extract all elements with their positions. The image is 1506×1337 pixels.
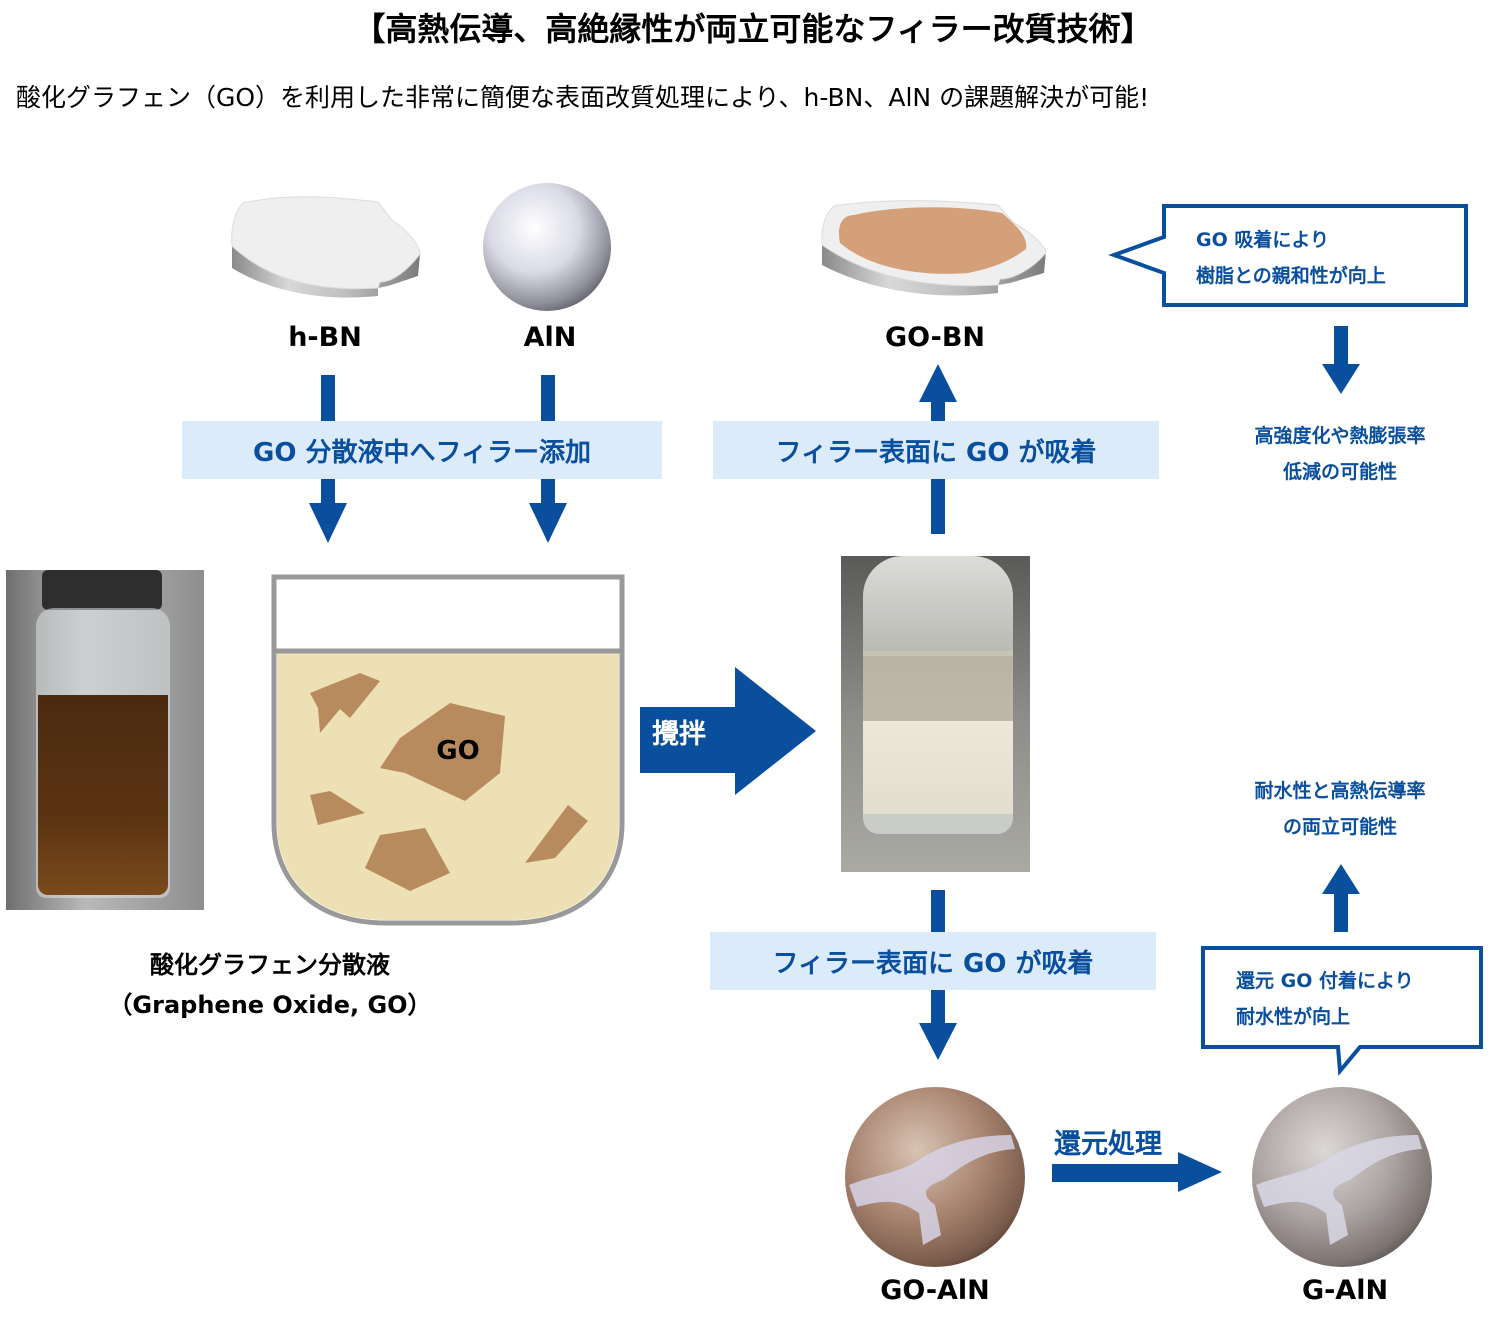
beaker-diagram [271,574,625,926]
step-add-filler-band: GO 分散液中へフィラー添加 [182,421,662,479]
go-flake [310,791,365,825]
gobn-label: GO-BN [885,322,985,353]
step-adsorb-top-band: フィラー表面に GO が吸着 [713,421,1159,479]
arrow-up-icon [1322,864,1360,932]
hbn-flake-illustration [231,196,421,298]
page-subtitle: 酸化グラフェン（GO）を利用した非常に簡便な表面改質処理により、h-BN、AlN… [16,83,1150,112]
galn-label: G-AlN [1301,1275,1389,1306]
go-flake [365,828,450,891]
stir-label: 攪拌 [652,719,706,750]
page-title: 【高熱伝導、高絶縁性が両立可能なフィラー改質技術】 [353,10,1153,48]
outcome-gobn-line1: 高強度化や熱膨張率 [1254,425,1426,447]
galn-sphere-illustration [1252,1087,1432,1267]
go-flake [310,673,380,733]
callout-gobn-line2: 樹脂との親和性が向上 [1196,265,1386,287]
goaln-sphere-illustration [845,1087,1025,1267]
callout-bubble-gobn [1108,204,1468,307]
goaln-label: GO-AlN [880,1275,990,1306]
mixed-suspension-photo [841,556,1030,872]
outcome-gobn-line2: 低減の可能性 [1282,461,1397,483]
callout-galn-line2: 耐水性が向上 [1236,1006,1351,1028]
stir-arrow-icon [640,667,816,795]
outcome-galn-line1: 耐水性と高熱伝導率 [1254,780,1426,802]
reduction-arrow-icon [1052,1152,1222,1192]
callout-galn-line1: 還元 GO 付着により [1236,970,1414,992]
arrow-down-icon [1322,326,1360,394]
outcome-galn-line2: の両立可能性 [1282,816,1397,838]
go-flake [525,805,588,863]
go-flake [380,703,505,801]
reduction-label: 還元処理 [1054,1129,1162,1160]
gobn-flake-illustration [821,200,1047,296]
callout-bubble-galn [1201,946,1483,1077]
go-dispersion-caption-1: 酸化グラフェン分散液 [150,951,390,979]
go-flake-label: GO [436,736,480,766]
go-dispersion-photo [6,570,204,910]
aln-label: AlN [523,322,577,353]
callout-gobn-line1: GO 吸着により [1196,229,1329,251]
step-adsorb-bottom-band: フィラー表面に GO が吸着 [710,932,1156,990]
aln-sphere-illustration [483,183,611,311]
go-dispersion-caption-2: （Graphene Oxide, GO） [108,991,432,1019]
hbn-label: h-BN [288,322,362,353]
